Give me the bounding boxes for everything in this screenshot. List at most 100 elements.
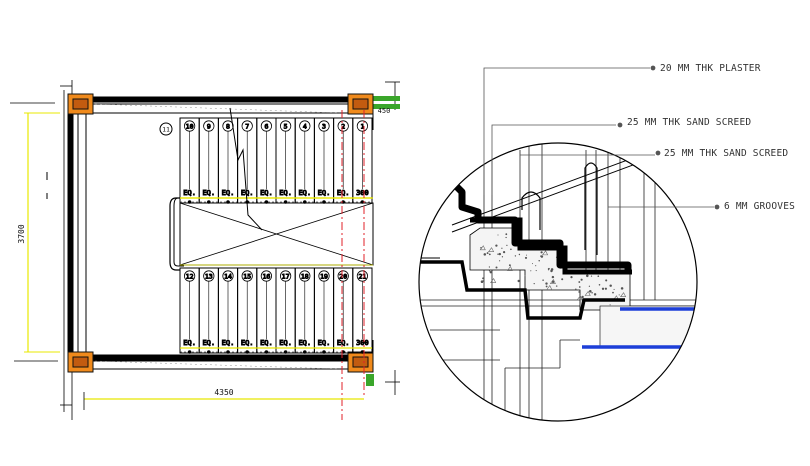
riser-number-circle (279, 270, 292, 282)
riser-number: 17 (282, 272, 290, 280)
upper-step: 8EQ. (217, 117, 239, 204)
tread-label: EQ. (183, 189, 196, 197)
callout-grooves: 6 MM GROOVES (724, 201, 795, 212)
riser-number-circle (184, 120, 196, 132)
upper-step: 2EQ. (333, 117, 354, 204)
tread-label: EQ. (241, 189, 254, 197)
riser-number: 4 (303, 122, 307, 130)
height-dimension: 3700 (17, 224, 26, 243)
riser-number: 14 (224, 272, 232, 280)
tread-label: 300 (356, 189, 369, 197)
riser-number-circle (241, 270, 253, 282)
riser-number-circle (203, 120, 215, 132)
tread-label: EQ. (298, 339, 311, 347)
riser-number: 13 (205, 272, 213, 280)
riser-number-circle (299, 120, 311, 132)
callout-sand-screed-1: 25 MM THK SAND SCREED (627, 117, 751, 128)
upper-step: 7EQ. (237, 117, 258, 204)
riser-number-circle (337, 270, 349, 282)
riser-number: 6 (264, 122, 268, 130)
plan-columns (67, 93, 374, 373)
landing (169, 197, 374, 271)
tread-label: EQ. (202, 339, 215, 347)
riser-number: 9 (207, 122, 211, 130)
riser-number: 5 (284, 122, 288, 130)
riser-number: 2 (341, 122, 345, 130)
break-line (229, 107, 263, 231)
green-edge-strips (366, 96, 400, 386)
stair-section-detail: 20 MM THK PLASTER 25 MM THK SAND SCREED … (418, 63, 795, 422)
riser-number: 12 (186, 272, 194, 280)
tread-label: EQ. (298, 189, 311, 197)
tread-finish-inner (470, 217, 632, 275)
riser-number-circle (318, 120, 330, 132)
tread-label: 300 (356, 339, 369, 347)
stair-plan: 10EQ.9EQ.8EQ.7EQ.6EQ.5EQ.4EQ.3EQ.2EQ.130… (10, 80, 400, 420)
landing-marker-label: 11 (162, 126, 170, 134)
upper-step: 3EQ. (313, 117, 335, 204)
small-dimension: 450 (378, 107, 391, 115)
tread-label: EQ. (279, 189, 292, 197)
riser-number-circle (241, 120, 253, 132)
riser-number-circle (279, 120, 292, 132)
tread-label: EQ. (337, 189, 350, 197)
riser-number-circle (260, 120, 272, 132)
riser-number: 3 (322, 122, 326, 130)
tread-label: EQ. (241, 339, 254, 347)
lower-flight-treads: 12EQ.13EQ.14EQ.15EQ.16EQ.17EQ.18EQ.19EQ.… (179, 267, 373, 354)
riser-number-circle (260, 270, 272, 282)
tread-label: EQ. (260, 189, 273, 197)
upper-step: 9EQ. (198, 117, 219, 204)
riser-number-circle (222, 270, 234, 282)
riser-number: 10 (186, 122, 194, 130)
riser-number-circle (203, 270, 215, 282)
callout-leaders (483, 65, 720, 250)
landing-slab (599, 305, 697, 347)
riser-number: 18 (301, 272, 309, 280)
riser-number: 15 (243, 272, 251, 280)
riser-number: 20 (339, 272, 347, 280)
riser-number-circle (299, 270, 311, 282)
riser-number: 21 (358, 272, 366, 280)
landing-marker: 11 (159, 122, 173, 136)
callout-sand-screed-2: 25 MM THK SAND SCREED (664, 148, 788, 159)
upper-flight-treads: 10EQ.9EQ.8EQ.7EQ.6EQ.5EQ.4EQ.3EQ.2EQ.130… (179, 117, 373, 204)
tread-label: EQ. (202, 189, 215, 197)
section-cut-lines (341, 110, 365, 420)
tread-label: EQ. (337, 339, 350, 347)
riser-number-circle (184, 270, 196, 282)
detail-circle (418, 142, 698, 422)
tread-label: EQ. (222, 339, 235, 347)
riser-number-circle (318, 270, 330, 282)
riser-number-circle (337, 120, 349, 132)
tread-label: EQ. (260, 339, 273, 347)
riser-number: 1 (360, 122, 364, 130)
riser-number: 8 (226, 122, 230, 130)
upper-step: 6EQ. (256, 117, 277, 204)
plan-dimensions: 3700 4350 450 (10, 102, 391, 410)
soffit-line (419, 260, 625, 320)
tread-label: EQ. (318, 339, 331, 347)
riser-number-circle (356, 120, 368, 132)
riser-number: 16 (262, 272, 270, 280)
callout-plaster: 20 MM THK PLASTER (660, 63, 761, 74)
tread-label: EQ. (183, 339, 196, 347)
tread-label: EQ. (222, 189, 235, 197)
upper-step: 5EQ. (275, 117, 296, 204)
upper-step: 1 300 (352, 117, 373, 204)
riser-number: 19 (320, 272, 328, 280)
riser-number: 7 (245, 122, 249, 130)
lower-step: 21 300 (352, 267, 373, 354)
riser-number-circle (356, 270, 368, 282)
width-dimension: 4350 (214, 388, 233, 397)
